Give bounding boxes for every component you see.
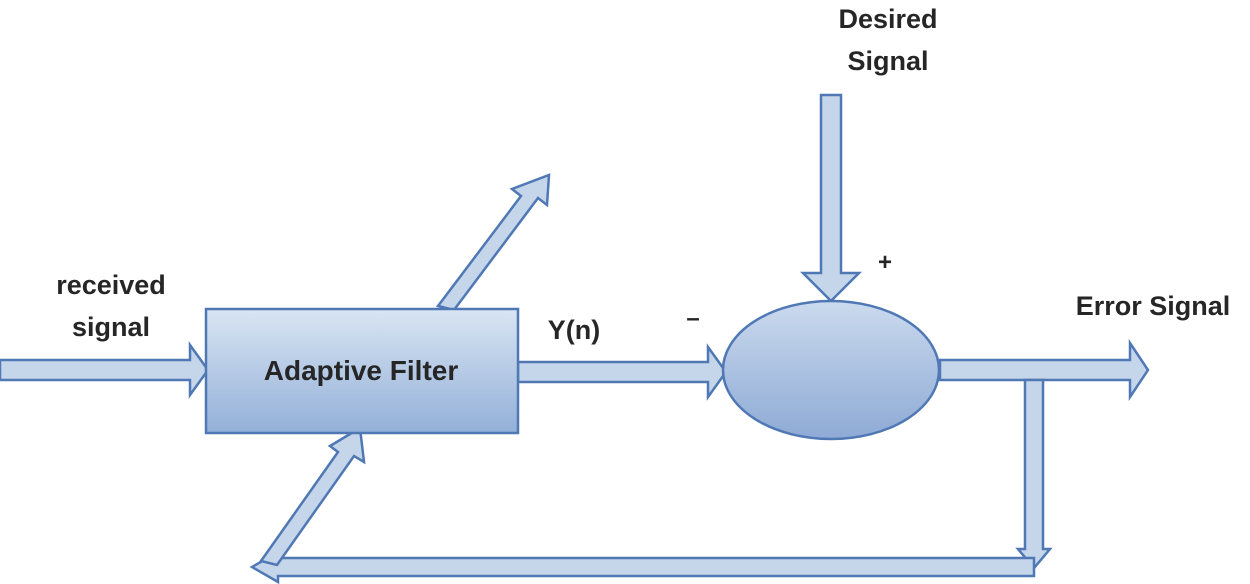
received-signal-label-line1: received (56, 270, 166, 300)
adaptive-filter-label: Adaptive Filter (264, 355, 459, 386)
error-signal-arrow (938, 338, 1150, 402)
feedback-down-arrow (1015, 378, 1053, 570)
input-arrow (0, 341, 210, 399)
received-signal-label-line2: signal (72, 312, 150, 342)
minus-sign: – (686, 305, 699, 332)
plus-sign: + (878, 249, 892, 276)
output-arrow (516, 343, 728, 401)
desired-signal-label-line2: Signal (847, 46, 928, 76)
summing-junction (721, 299, 941, 441)
error-signal-label: Error Signal (1076, 291, 1231, 321)
output-label: Y(n) (548, 315, 600, 345)
feedback-return-arrow (249, 549, 1036, 584)
adaptation-arrow (435, 173, 551, 312)
adaptive-filter-block (204, 307, 520, 435)
desired-signal-arrow (799, 93, 863, 303)
desired-signal-label-line1: Desired (838, 4, 937, 34)
feedback-diagonal-arrow (258, 425, 366, 567)
